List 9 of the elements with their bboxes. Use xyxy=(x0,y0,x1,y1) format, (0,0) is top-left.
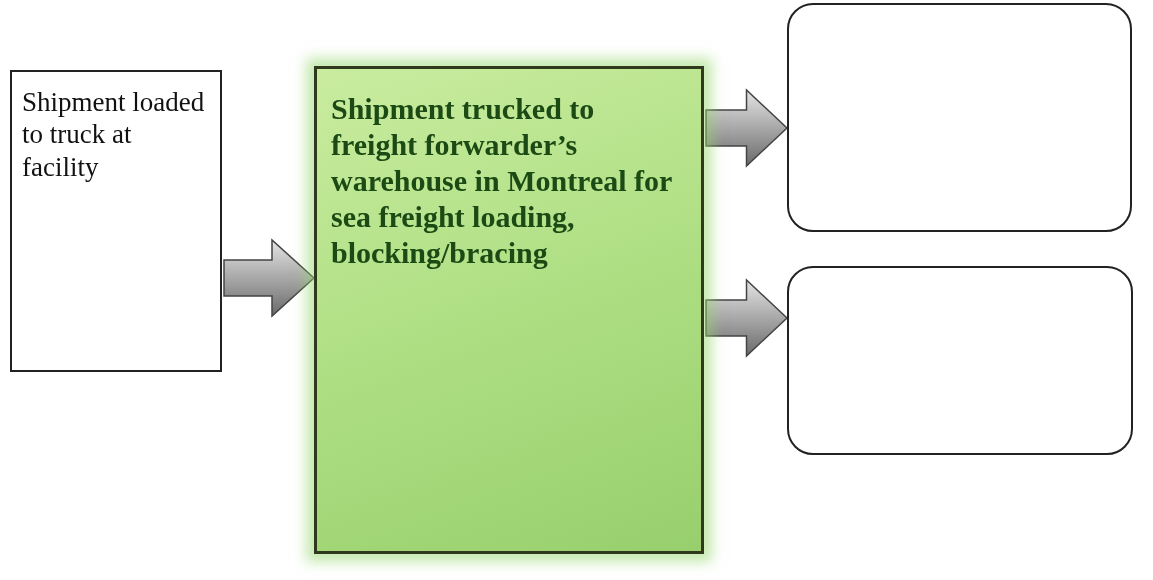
empty-rounded-box xyxy=(787,3,1132,232)
block-arrow xyxy=(705,88,789,168)
box-text: Shipment trucked to freight forwarder’s warehouse in Montreal for sea freight loading, blocking/bracing xyxy=(331,91,673,271)
highlighted-process-box xyxy=(314,66,704,554)
process-box xyxy=(10,70,222,372)
box-text: Shipment loaded to truck at facility xyxy=(22,86,206,184)
empty-rounded-box xyxy=(787,266,1133,455)
block-arrow xyxy=(705,278,789,358)
block-arrow xyxy=(223,238,316,318)
